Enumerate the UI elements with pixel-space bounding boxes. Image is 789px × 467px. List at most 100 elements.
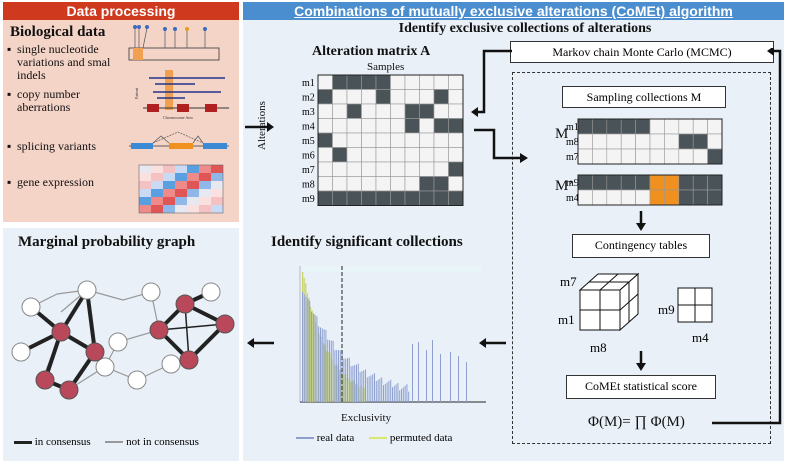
heatmap-cell (139, 205, 151, 213)
hist-bar-real (383, 385, 384, 402)
node-red (175, 294, 195, 314)
matrix-cell (332, 118, 348, 134)
heatmap-cell (211, 165, 223, 173)
m-cell (592, 133, 608, 150)
heatmap-cell (175, 181, 187, 189)
matrix-cell (448, 132, 464, 148)
hist-bar-real (312, 313, 314, 402)
heatmap-cell (211, 189, 223, 197)
hist-bar-real (356, 364, 357, 402)
hist-bar-real (314, 314, 316, 402)
cube-m4: m4 (692, 330, 709, 345)
arrow-down-2 (636, 351, 646, 371)
mprime-cell (592, 174, 608, 191)
matrix-cell (346, 103, 362, 119)
legend-not-in-consensus: not in consensus (126, 436, 199, 448)
matrix-cell (317, 132, 333, 148)
matrix-cell (332, 190, 348, 206)
heatmap-cell (139, 181, 151, 189)
matrix-cell (433, 103, 449, 119)
header-comet: Combinations of mutually exclusive alter… (243, 2, 784, 20)
matrix-row-label: m4 (302, 122, 315, 133)
m-cell (649, 133, 665, 150)
hist-bar-real (406, 384, 408, 402)
matrix-row-label: m5 (302, 136, 315, 147)
matrix-cell (390, 190, 406, 206)
mprime-row-label: m9 (566, 178, 579, 189)
mprime-cell (692, 189, 708, 206)
hist-bar-real (368, 376, 370, 402)
patient-label: Patient (134, 87, 139, 99)
node-white (21, 297, 41, 317)
mprime-cell (664, 189, 680, 206)
hist-bar-permuted (322, 343, 324, 402)
m-cell (620, 148, 636, 165)
arrow-mcmc-loop (471, 48, 782, 425)
matrix-cell (332, 89, 348, 105)
heatmap-cell (139, 189, 151, 197)
hist-bar-real (412, 344, 413, 402)
heatmap-cell (163, 197, 175, 205)
node-red (85, 342, 105, 362)
hist-bar-permuted (340, 369, 342, 402)
heatmap-cell (163, 181, 175, 189)
mprime-cell (664, 174, 680, 191)
matrix-cell (346, 132, 362, 148)
m-cell (649, 118, 665, 135)
matrix-cell (433, 118, 449, 134)
heatmap-cell (163, 173, 175, 181)
arrow-bio-to-matrix (245, 122, 274, 132)
heatmap-cell (175, 197, 187, 205)
matrix-cell (346, 89, 362, 105)
m-cell (692, 148, 708, 165)
matrix-cell (404, 103, 420, 119)
hist-bar-real (390, 379, 392, 402)
matrix-cell (346, 161, 362, 177)
hist-bar-real (348, 357, 350, 402)
matrix-cell (361, 190, 377, 206)
mprime-cell (692, 174, 708, 191)
hist-bar-real (381, 377, 383, 402)
matrix-cell (404, 190, 420, 206)
bio-item-splicing: ▪ splicing variants (7, 139, 96, 153)
matrix-cell (390, 176, 406, 192)
matrix-cell (404, 89, 420, 105)
sampling-box: Sampling collections M (562, 86, 726, 108)
node-red (51, 322, 71, 342)
matrix-cell (390, 161, 406, 177)
significant-title: Identify significant collections (271, 234, 463, 250)
hist-bar-real (305, 296, 307, 402)
matrix-cell (433, 147, 449, 163)
matrix-cell (390, 118, 406, 134)
cube-m1: m1 (558, 312, 575, 327)
m-cell (577, 118, 593, 135)
matrix-samples-label: Samples (367, 61, 405, 73)
hist-bar-real (418, 342, 419, 402)
matrix-cell (390, 89, 406, 105)
heatmap-cell (211, 181, 223, 189)
matrix-cell (332, 132, 348, 148)
matrix-cell (419, 161, 435, 177)
hist-bar-real (384, 383, 386, 402)
heatmap-cell (199, 181, 211, 189)
heatmap-cell (163, 205, 175, 213)
hist-bar-real (365, 369, 366, 402)
mprime-cell (606, 189, 622, 206)
matrix-cell (346, 190, 362, 206)
matrix-cell (448, 118, 464, 134)
m-cell (635, 148, 651, 165)
hist-bar-real (352, 365, 354, 402)
header-data-processing: Data processing (3, 2, 239, 20)
heatmap-cell (151, 205, 163, 213)
m-cell (707, 118, 723, 135)
mprime-cell (620, 189, 636, 206)
heatmap-cell (151, 197, 163, 205)
hist-bar-permuted (342, 374, 344, 402)
matrix-cell (361, 118, 377, 134)
m-cell (664, 133, 680, 150)
matrix-cell (375, 132, 391, 148)
heatmap-cell (175, 165, 187, 173)
hist-bar-real (303, 294, 305, 402)
mprime-cell (577, 174, 593, 191)
matrix-cell (361, 161, 377, 177)
